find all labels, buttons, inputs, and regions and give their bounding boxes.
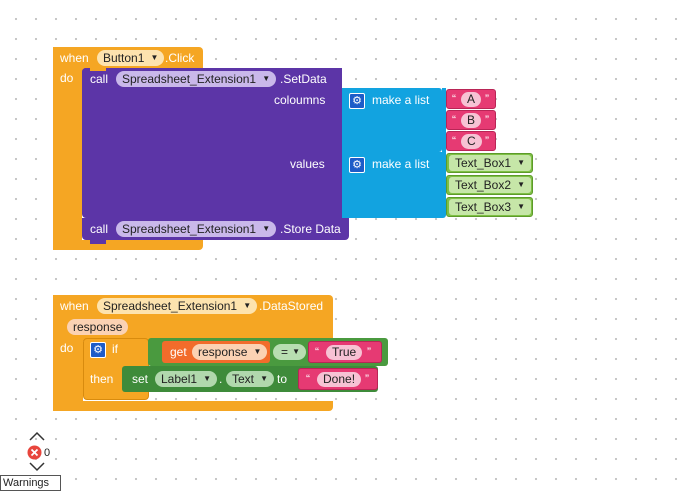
param-columns-label: coloumns: [274, 93, 326, 107]
chevron-down-icon: ▼: [262, 74, 271, 83]
text-value-done[interactable]: Done!: [317, 372, 362, 387]
variable-dropdown[interactable]: response▼: [192, 344, 268, 360]
set-label: set: [132, 372, 149, 386]
textbox3-dropdown[interactable]: Text_Box3▼: [449, 199, 532, 215]
chevron-down-icon: ▼: [150, 53, 159, 62]
do-label: do: [60, 71, 74, 85]
chevron-down-icon: ▼: [260, 374, 269, 383]
call-label: call: [90, 222, 109, 236]
if-label: if: [112, 342, 118, 356]
chevron-down-icon: ▼: [253, 347, 262, 356]
gear-icon[interactable]: ⚙: [349, 93, 365, 109]
event-name: .DataStored: [259, 299, 324, 313]
event-name: .Click: [165, 51, 195, 65]
param-values-label: values: [290, 157, 325, 171]
make-list-label: make a list: [372, 157, 430, 171]
operator-dropdown[interactable]: =▼: [273, 344, 307, 360]
text-value-true[interactable]: True: [326, 345, 363, 360]
do-label: do: [60, 341, 74, 355]
spreadsheet-component-dropdown[interactable]: Spreadsheet_Extension1▼: [97, 298, 258, 314]
call-label: call: [90, 72, 109, 86]
chevron-down-icon[interactable]: [28, 461, 46, 472]
label1-dropdown[interactable]: Label1▼: [155, 371, 218, 387]
when-label: when: [60, 51, 89, 65]
then-label: then: [90, 372, 114, 386]
method-name: .Store Data: [280, 222, 341, 236]
text-value-c[interactable]: C: [461, 134, 482, 149]
when-label: when: [60, 299, 89, 313]
chevron-down-icon: ▼: [517, 158, 526, 167]
chevron-up-icon[interactable]: [28, 431, 46, 442]
spreadsheet-component-dropdown[interactable]: Spreadsheet_Extension1▼: [116, 71, 277, 87]
button1-dropdown[interactable]: Button1▼: [97, 50, 165, 66]
dot-label: .: [219, 372, 223, 386]
gear-icon[interactable]: ⚙: [349, 157, 365, 173]
text-value-a[interactable]: A: [461, 92, 482, 107]
chevron-down-icon: ▼: [292, 347, 301, 356]
error-icon[interactable]: [27, 445, 42, 460]
gear-icon[interactable]: ⚙: [90, 342, 106, 358]
property-dropdown[interactable]: Text▼: [226, 371, 275, 387]
response-param[interactable]: response: [67, 319, 129, 335]
get-label: get: [170, 345, 187, 359]
chevron-down-icon: ▼: [517, 180, 526, 189]
method-name: .SetData: [280, 72, 327, 86]
warnings-label: Warnings: [3, 477, 50, 489]
error-count: 0: [44, 447, 51, 459]
textbox1-dropdown[interactable]: Text_Box1▼: [449, 155, 532, 171]
text-value-b[interactable]: B: [461, 113, 482, 128]
warnings-toggle-button[interactable]: Warnings: [0, 475, 61, 491]
spreadsheet-component-dropdown[interactable]: Spreadsheet_Extension1▼: [116, 221, 277, 237]
chevron-down-icon: ▼: [203, 374, 212, 383]
chevron-down-icon: ▼: [262, 224, 271, 233]
textbox2-dropdown[interactable]: Text_Box2▼: [449, 177, 532, 193]
chevron-down-icon: ▼: [517, 202, 526, 211]
chevron-down-icon: ▼: [243, 301, 252, 310]
to-label: to: [277, 372, 288, 386]
make-list-label: make a list: [372, 93, 430, 107]
